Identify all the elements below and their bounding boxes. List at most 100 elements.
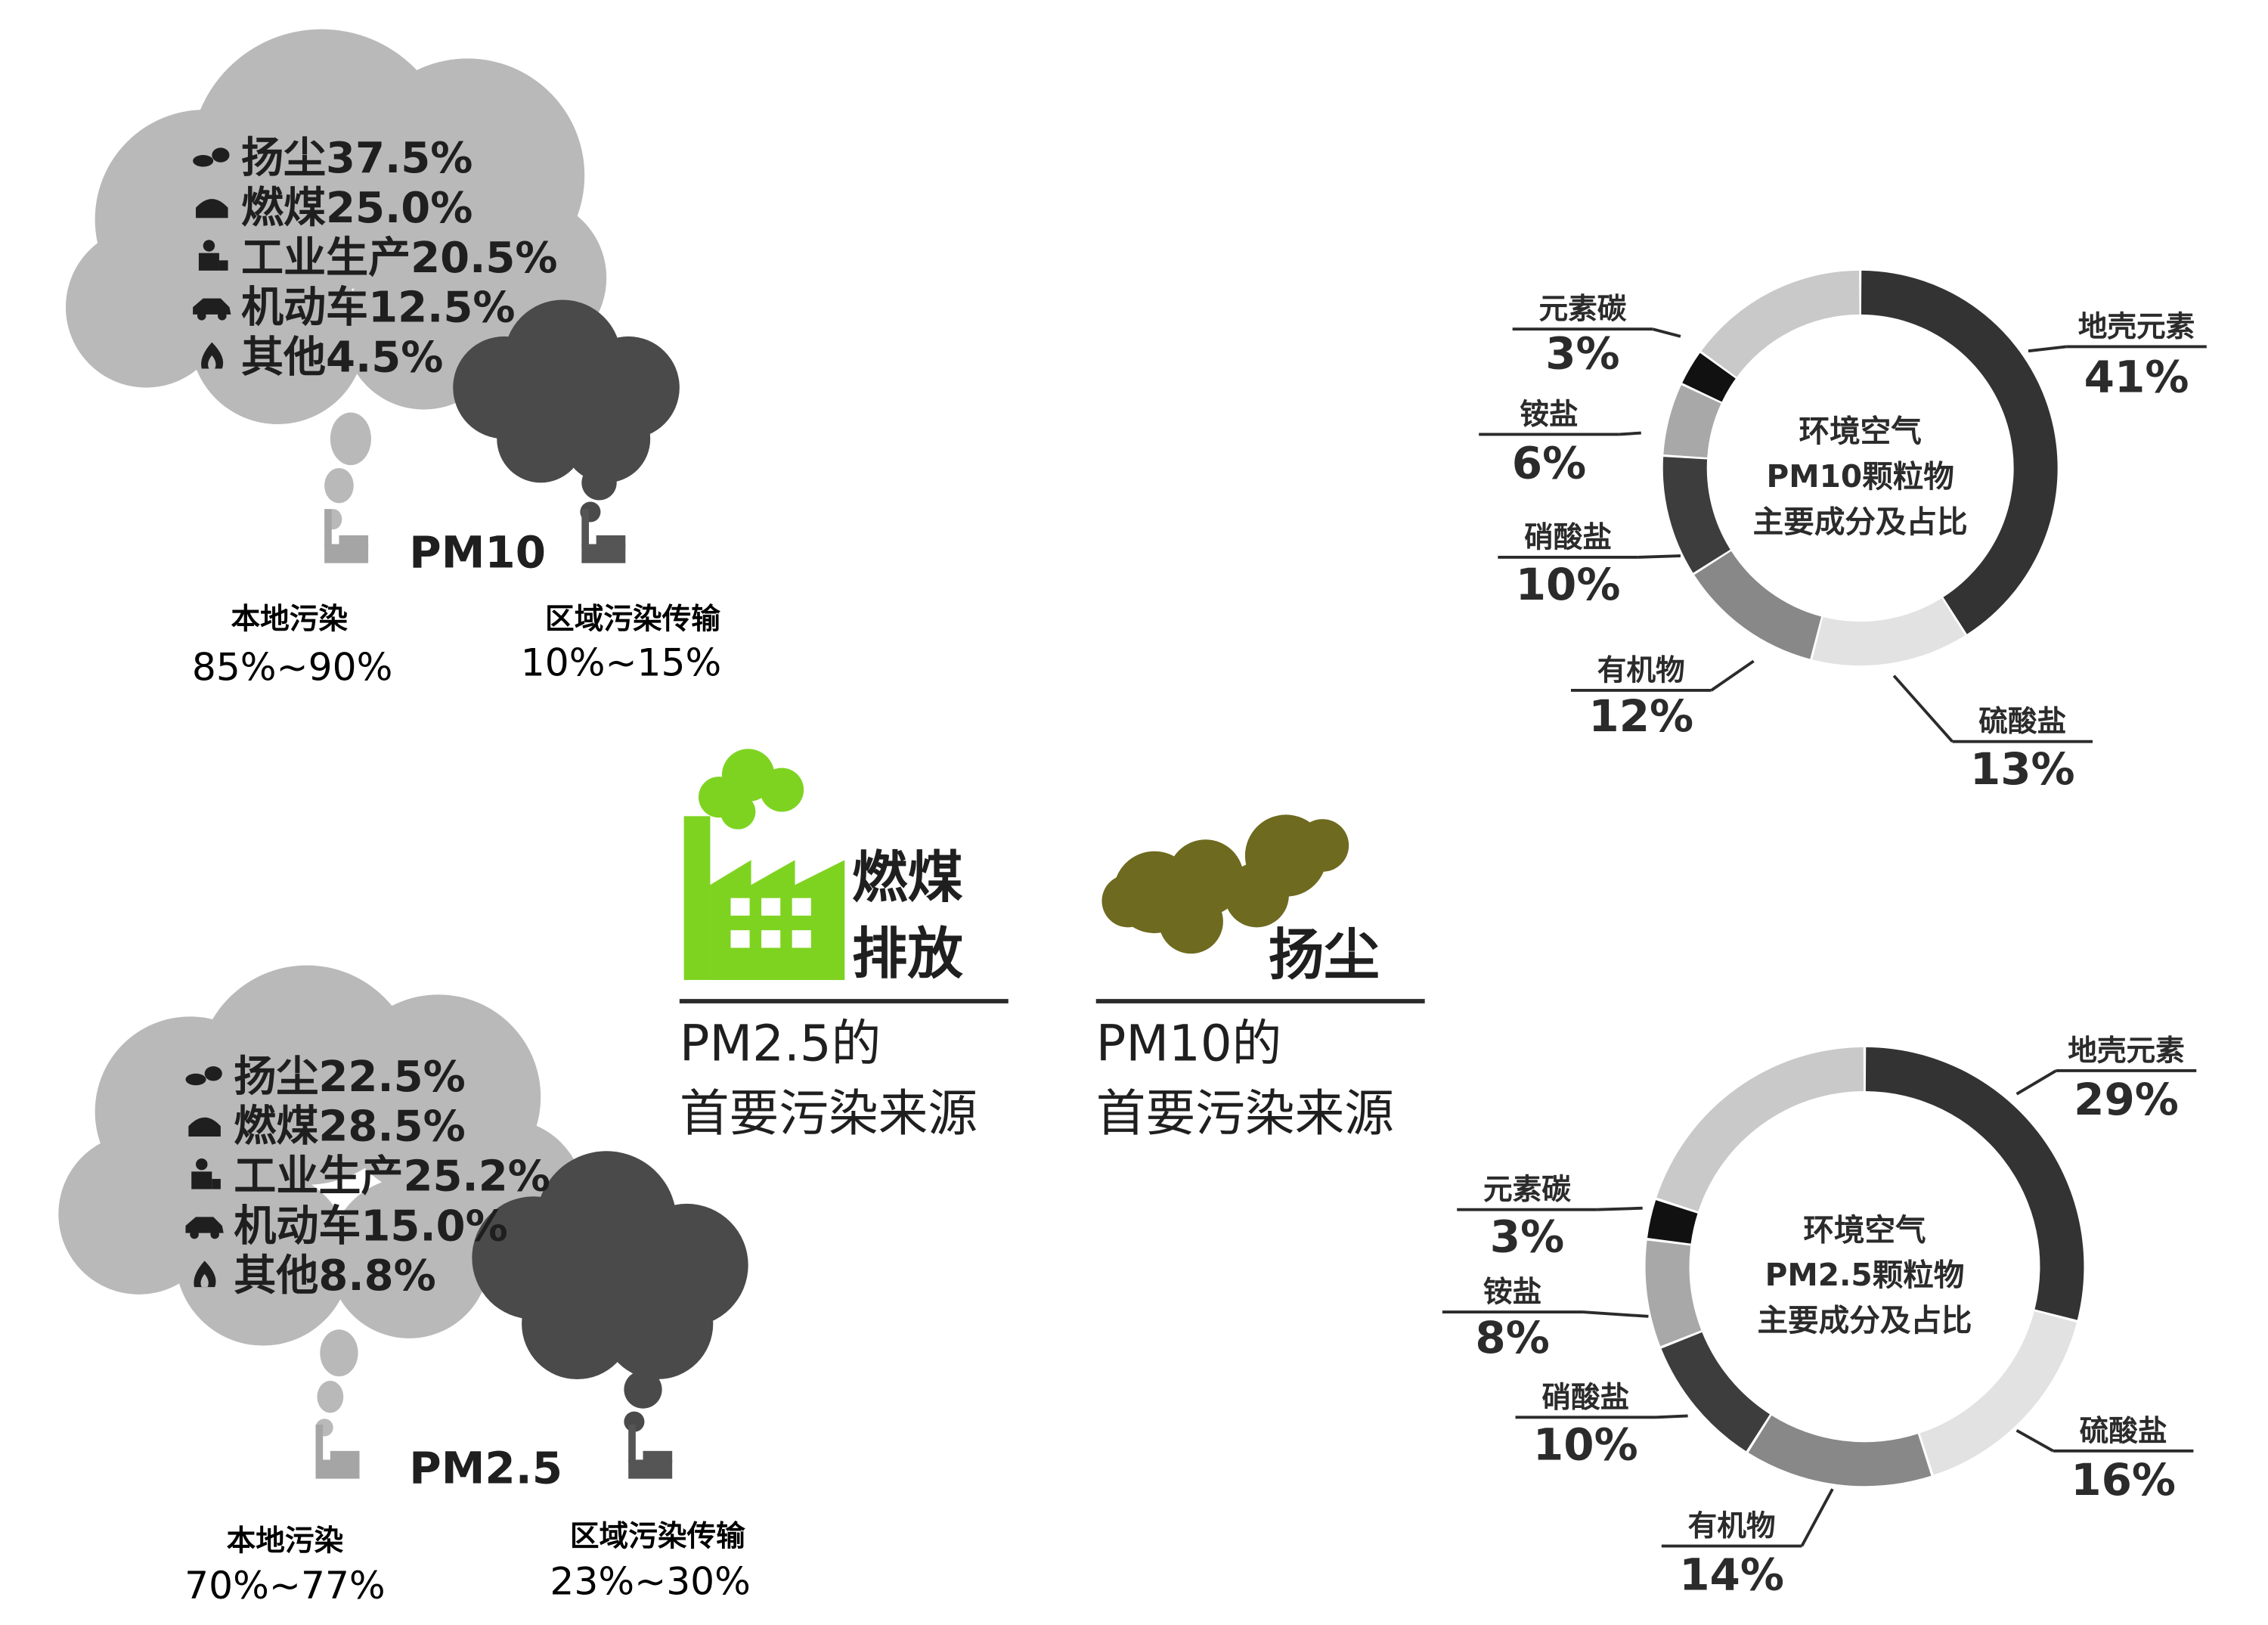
pm25-regional-label: 区域污染传输 [570, 1520, 745, 1554]
donut-slice-name: 有机物 [1688, 1509, 1776, 1543]
coal-emission-panel: 燃煤 排放 PM2.5的 首要污染来源 [679, 749, 1009, 1143]
coal-icon [196, 199, 228, 219]
coal-caption-line-1: PM2.5的 [680, 1014, 881, 1072]
donut-slice-value: 29% [2074, 1074, 2179, 1125]
pm10-local-cloud [65, 29, 607, 530]
donut-slice-name: 铵盐 [1483, 1276, 1541, 1310]
donut-slice [1661, 1332, 1771, 1452]
donut-slice-value: 10% [1516, 559, 1621, 610]
pm25-source-panel: 扬尘22.5%燃煤28.5%工业生产25.2%机动车15.0%其他8.8% PM… [58, 965, 751, 1608]
leader-line [1892, 674, 1954, 743]
pm10-source-list: 扬尘37.5%燃煤25.0%工业生产20.5%机动车12.5%其他4.5% [193, 134, 558, 382]
donut-slice [1647, 1200, 1698, 1244]
source-item-text: 工业生产25.2% [234, 1152, 550, 1201]
donut-slice-value: 8% [1475, 1312, 1549, 1363]
donut-slice-name: 地壳元素 [2068, 1034, 2185, 1068]
source-item-text: 工业生产20.5% [241, 234, 558, 283]
donut-slice [1701, 270, 1860, 377]
pm10-composition-donut: 环境空气PM10颗粒物主要成分及占比地壳元素41%硫酸盐13%有机物12%硝酸盐… [1479, 270, 2207, 795]
source-item-text: 扬尘22.5% [234, 1053, 466, 1102]
worker-icon [191, 1158, 221, 1189]
donut-slice-name: 元素碳 [1538, 293, 1626, 327]
dust-panel: 扬尘 PM10的 首要污染来源 [1095, 814, 1425, 1143]
leader-line [2015, 1069, 2057, 1096]
donut-slice [1865, 1047, 2084, 1320]
donut-slice [1748, 1415, 1932, 1487]
leader-line [2028, 345, 2067, 353]
pm25-regional-value: 23%~30% [550, 1558, 750, 1603]
donut-slice-name: 硫酸盐 [1978, 705, 2066, 739]
donut-slice-value: 10% [1533, 1419, 1638, 1470]
car-icon [193, 298, 231, 321]
pm25-local-cloud [58, 965, 585, 1437]
source-item-text: 机动车15.0% [234, 1202, 508, 1251]
car-icon [185, 1217, 224, 1239]
pm25-regional-cloud [472, 1151, 748, 1432]
source-item-text: 其他8.8% [234, 1251, 436, 1301]
coal-title-line-1: 燃煤 [852, 846, 963, 910]
leader-line [1637, 554, 1681, 559]
dust-caption-line-2: 首要污染来源 [1096, 1084, 1394, 1143]
dust-divider [1095, 999, 1425, 1003]
pm10-label: PM10 [409, 526, 546, 578]
coal-caption-line-2: 首要污染来源 [680, 1084, 978, 1143]
donut-slice-name: 硫酸盐 [2080, 1414, 2167, 1448]
coal-title-line-2: 排放 [852, 922, 963, 986]
donut-center-title: 主要成分及占比 [1757, 1302, 1972, 1338]
donut-slice [1645, 1240, 1702, 1347]
pm10-source-panel: 扬尘37.5%燃煤25.0%工业生产20.5%机动车12.5%其他4.5% PM… [65, 29, 721, 689]
pm25-label: PM2.5 [409, 1442, 562, 1493]
donut-slice-value: 12% [1588, 690, 1693, 742]
donut-slice-value: 3% [1545, 327, 1619, 379]
donut-slice-value: 3% [1490, 1211, 1564, 1263]
leader-line [1800, 1488, 1834, 1547]
leader-line [1619, 431, 1641, 436]
leader-line [2015, 1429, 2054, 1453]
donut-slice [1663, 385, 1721, 458]
pm10-regional-value: 10%~15% [521, 640, 721, 685]
source-item-text: 机动车12.5% [241, 284, 516, 333]
donut-slice-name: 硝酸盐 [1541, 1381, 1629, 1415]
leader-line [1582, 1310, 1649, 1318]
coal-icon [188, 1117, 221, 1137]
donut-center-title: PM10颗粒物 [1767, 458, 1954, 495]
source-item-text: 扬尘37.5% [241, 134, 473, 183]
coal-divider [679, 999, 1009, 1003]
olive-dust-cloud-icon [1101, 814, 1349, 954]
donut-slice-name: 有机物 [1597, 653, 1685, 687]
donut-center-title: PM2.5颗粒物 [1765, 1257, 1965, 1293]
donut-slice [1861, 270, 2058, 634]
donut-slice-value: 16% [2071, 1454, 2176, 1506]
source-item-text: 燃煤25.0% [241, 184, 473, 233]
donut-slice-value: 14% [1679, 1549, 1784, 1601]
donut-slice-value: 13% [1970, 743, 2075, 795]
pm10-local-label: 本地污染 [231, 603, 348, 637]
donut-center-title: 环境空气 [1803, 1211, 1926, 1248]
dust-title: 扬尘 [1269, 923, 1380, 988]
pm25-local-factory-icon [315, 1425, 360, 1479]
donut-center-title: 主要成分及占比 [1753, 504, 1968, 540]
dust-caption-line-1: PM10的 [1096, 1014, 1282, 1072]
donut-slice [1694, 550, 1822, 659]
pm25-local-value: 70%~77% [184, 1563, 385, 1608]
donut-slice-name: 铵盐 [1520, 398, 1578, 432]
leader-line [1652, 327, 1681, 338]
donut-slice [1812, 598, 1966, 666]
pm10-regional-cloud [453, 299, 680, 523]
pm25-source-list: 扬尘22.5%燃煤28.5%工业生产25.2%机动车15.0%其他8.8% [185, 1053, 550, 1301]
pm25-local-label: 本地污染 [227, 1524, 344, 1558]
pm10-regional-label: 区域污染传输 [545, 603, 720, 637]
leader-line [1597, 1206, 1643, 1211]
leader-line [1710, 659, 1755, 692]
source-item-text: 燃煤28.5% [234, 1102, 466, 1152]
source-item-text: 其他4.5% [241, 333, 444, 382]
pm10-local-factory-icon [324, 509, 369, 563]
dust-icon [193, 147, 230, 167]
pm10-local-value: 85%~90% [192, 644, 392, 689]
pm10-regional-factory-icon [581, 509, 626, 563]
green-factory-icon [683, 749, 845, 980]
leader-line [1655, 1414, 1688, 1419]
donut-slice [1919, 1311, 2077, 1475]
